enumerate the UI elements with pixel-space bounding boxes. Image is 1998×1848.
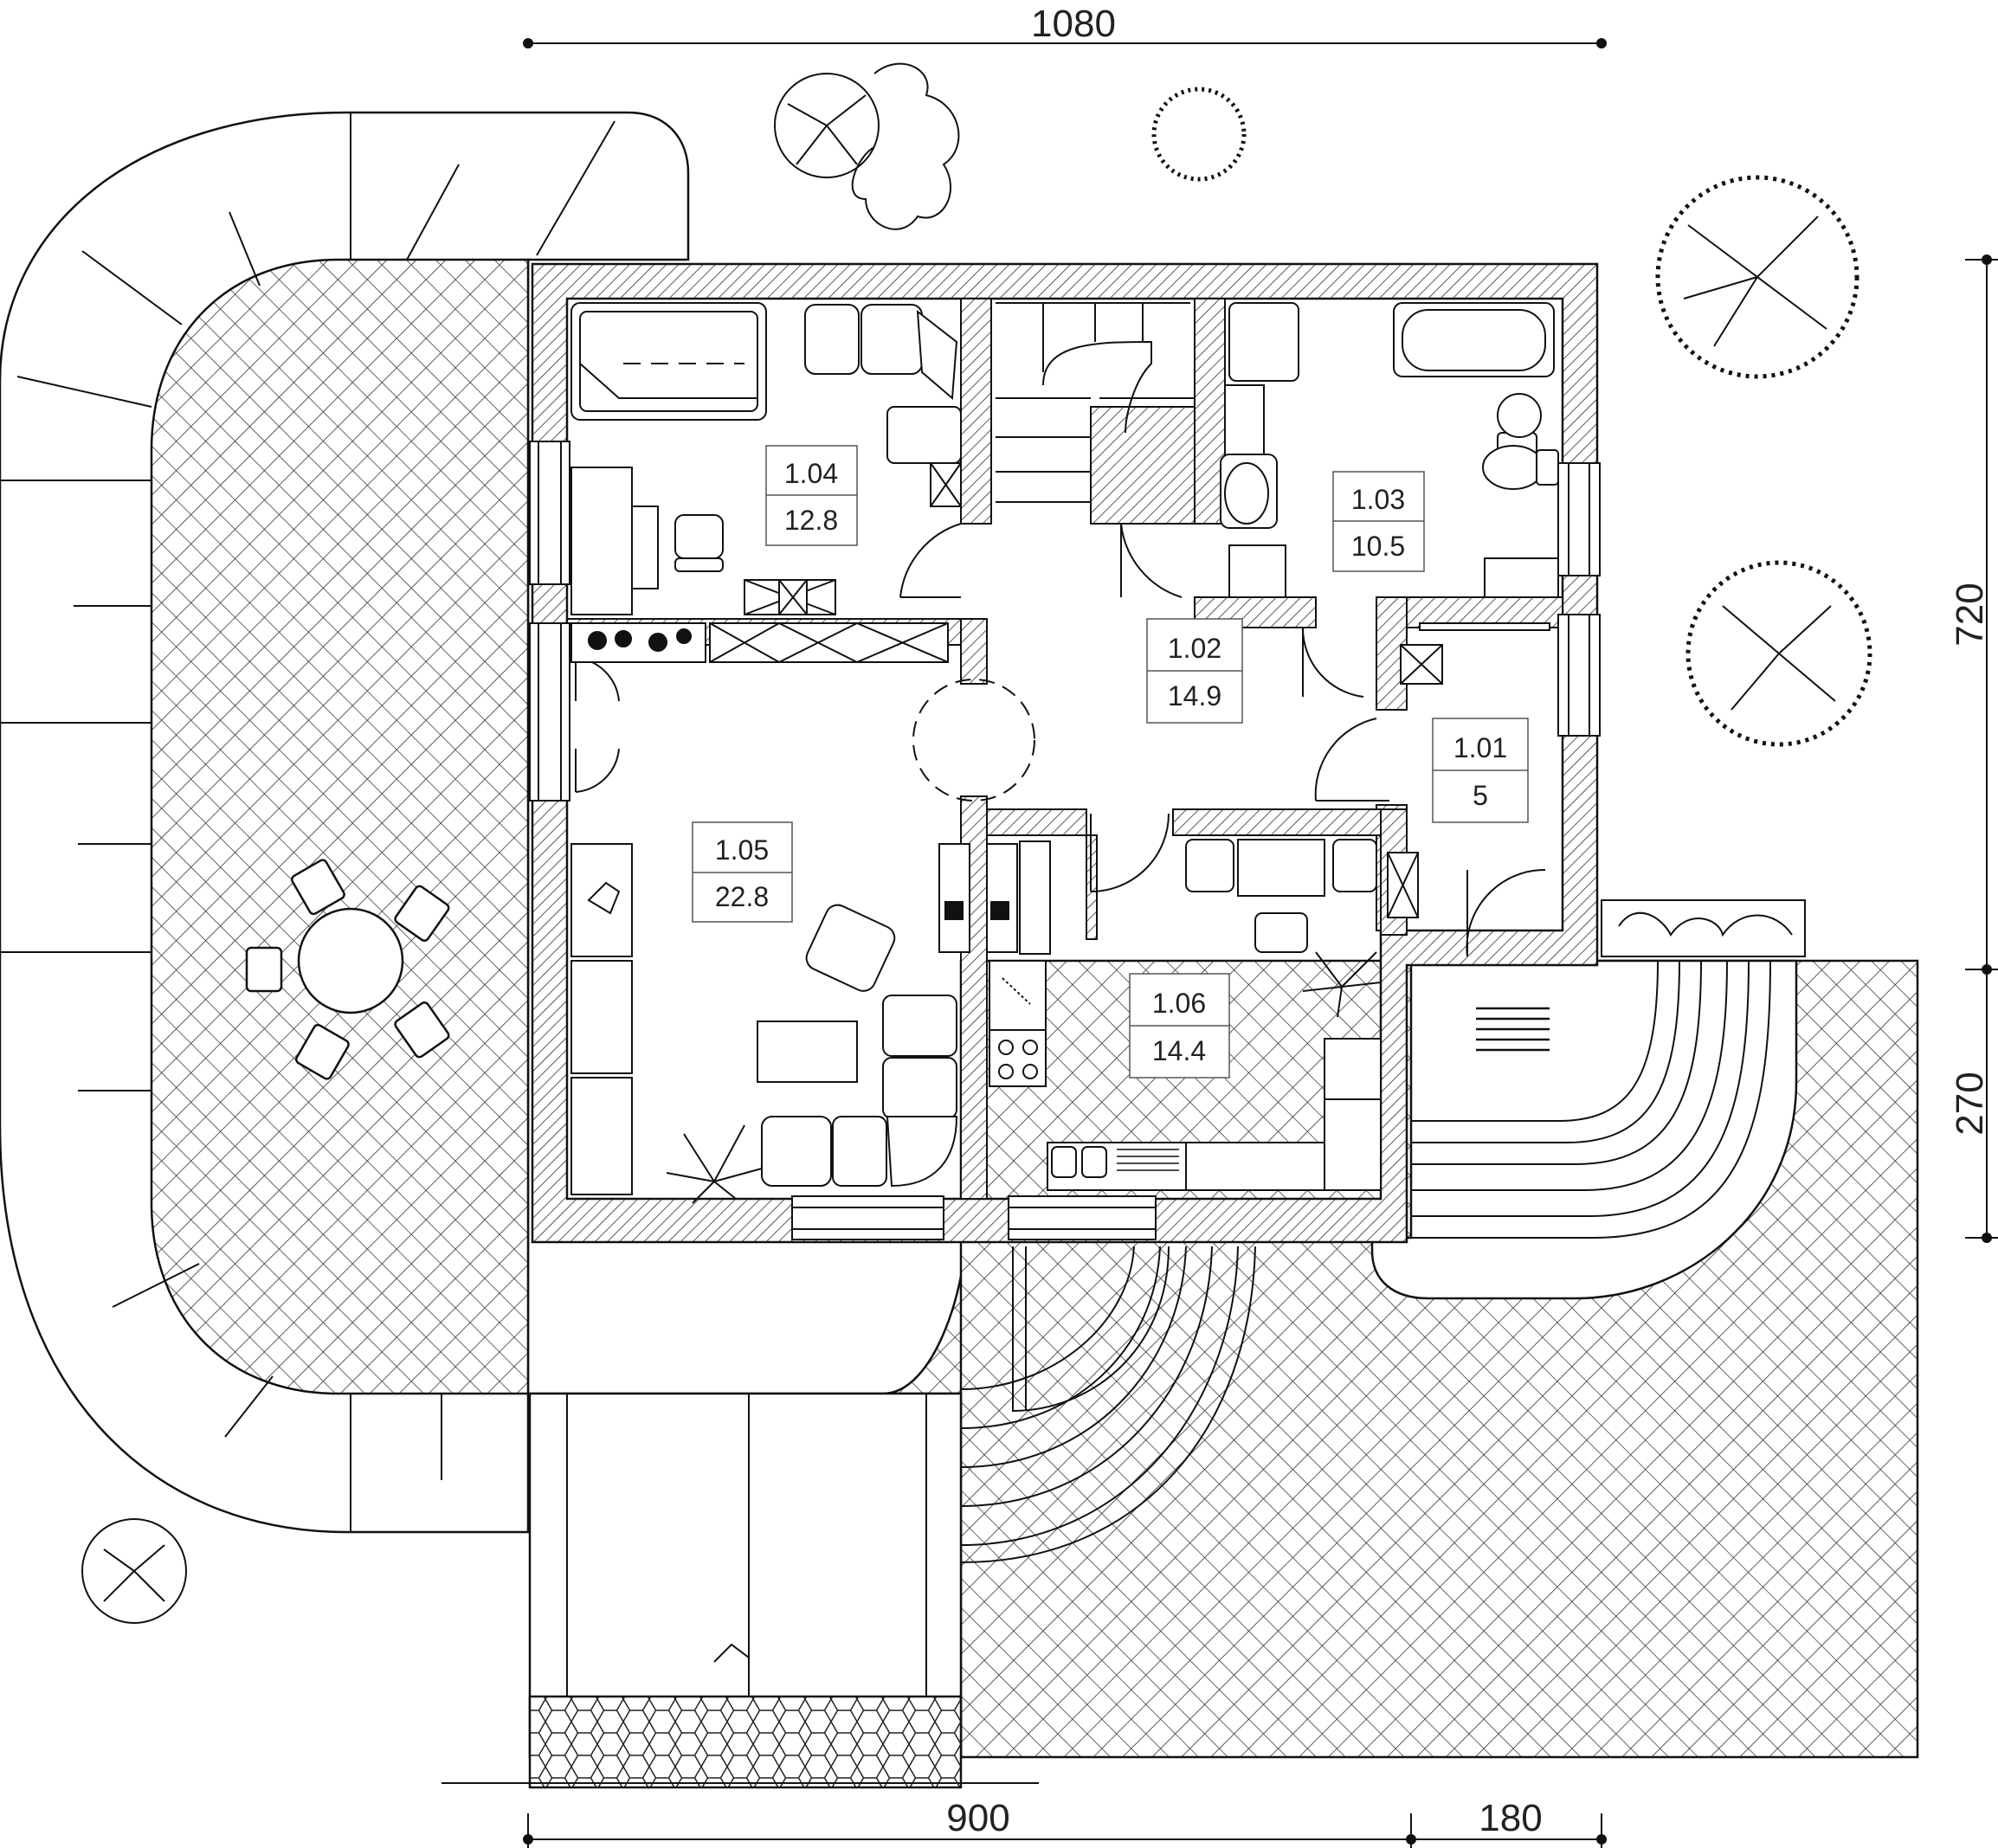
room-label-103: 1.03 10.5 [1332, 471, 1425, 572]
room-label-106: 1.06 14.4 [1129, 973, 1230, 1079]
toilet-icon [1482, 445, 1559, 490]
room-number: 1.04 [784, 458, 838, 489]
bed-icon [570, 302, 767, 421]
desk-icon [570, 467, 633, 615]
counter [989, 960, 1047, 1031]
side-porch [1370, 959, 1798, 1300]
room-number: 1.02 [1168, 633, 1221, 664]
staircase-icon [996, 302, 1195, 524]
coffee-table-icon [757, 1021, 858, 1083]
sofa-icon [761, 995, 958, 1188]
room-label-105: 1.05 22.8 [692, 821, 793, 923]
dimension-right-lower: 270 [1949, 1072, 1991, 1135]
windows [529, 441, 1601, 1240]
room-number: 1.05 [715, 834, 769, 866]
room-area: 22.8 [715, 881, 769, 912]
room-area: 5 [1473, 780, 1488, 811]
storage-boxes [744, 579, 836, 615]
chair-icon [674, 514, 724, 572]
tree-icon [81, 62, 1872, 1624]
room-area: 14.4 [1152, 1035, 1206, 1066]
room-area: 12.8 [784, 505, 838, 536]
room-area: 14.9 [1168, 680, 1221, 712]
stove-icon [989, 1029, 1047, 1087]
room-label-102: 1.02 14.9 [1146, 618, 1243, 724]
patio-table [245, 859, 450, 1080]
room-area: 10.5 [1351, 531, 1405, 562]
sofa-icon [804, 304, 962, 464]
round-table-dashed [912, 679, 1035, 802]
room-number: 1.01 [1453, 732, 1507, 763]
plant-icon [666, 951, 1382, 1204]
room-number: 1.06 [1152, 988, 1206, 1019]
plant-icon [588, 628, 692, 652]
front-walk [441, 1392, 1039, 1789]
dimension-lines [523, 38, 1998, 1848]
furniture [570, 302, 1559, 1195]
room-label-101: 1.01 5 [1432, 718, 1529, 823]
armchair-icon [805, 904, 896, 992]
shrub-icon [774, 62, 960, 230]
dimension-bottom-left: 900 [946, 1797, 1009, 1839]
dimension-right-upper: 720 [1949, 583, 1991, 646]
dimension-top: 1080 [1031, 3, 1116, 45]
left-terrace [0, 111, 967, 1534]
shower-icon [1228, 302, 1299, 382]
dimension-bottom-right: 180 [1479, 1797, 1542, 1839]
room-label-104: 1.04 12.8 [765, 445, 858, 546]
room-number: 1.03 [1351, 484, 1405, 515]
